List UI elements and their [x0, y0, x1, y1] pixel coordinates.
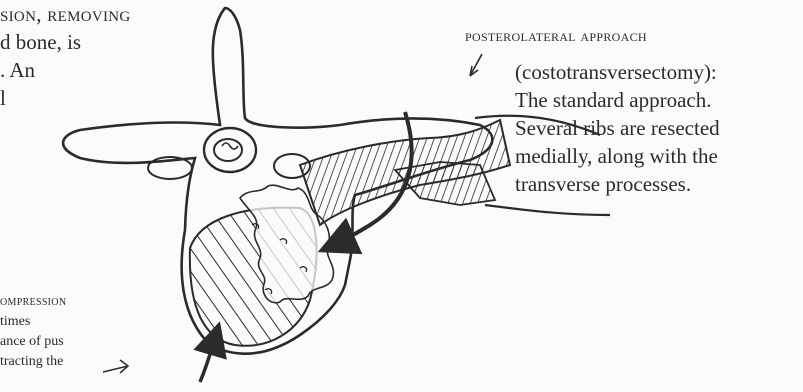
anterior-arrow: [200, 338, 215, 382]
text-line: medially, along with the: [515, 142, 720, 170]
text-line: sion, removing: [0, 0, 131, 28]
posterolateral-heading: posterolateral approach: [465, 22, 647, 50]
text-line: ance of pus: [0, 332, 66, 352]
bottom-left-text: ompression times ance of pus tracting th…: [0, 292, 66, 372]
spinal-cord: [214, 139, 242, 161]
text-line: l: [0, 84, 131, 112]
anterior-pointer: [103, 360, 128, 373]
text-line: d bone, is: [0, 28, 131, 56]
posterolateral-description: (costotransversectomy): The standard app…: [515, 58, 720, 198]
text-line: ompression: [0, 292, 66, 312]
text-line: tracting the: [0, 352, 66, 372]
text-line: The standard approach.: [515, 86, 720, 114]
text-line: Several ribs are resected: [515, 114, 720, 142]
top-left-text: sion, removing d bone, is . An l: [0, 0, 131, 112]
text-line: . An: [0, 56, 131, 84]
text-line: transverse processes.: [515, 170, 720, 198]
heading-pointer: [470, 54, 482, 76]
text-line: times: [0, 312, 66, 332]
text-line: (costotransversectomy):: [515, 58, 720, 86]
spinal-canal: [204, 128, 256, 172]
